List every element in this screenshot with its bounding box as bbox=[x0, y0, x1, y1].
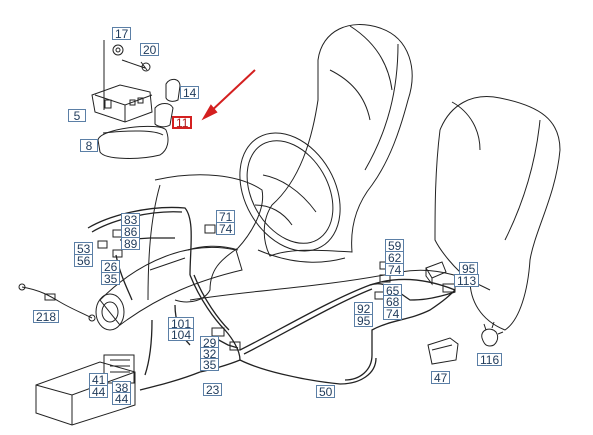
callout-59[interactable]: 59 bbox=[385, 239, 405, 253]
callout-35[interactable]: 35 bbox=[101, 272, 121, 286]
callout-218[interactable]: 218 bbox=[33, 310, 60, 324]
callout-74[interactable]: 74 bbox=[383, 307, 403, 321]
airbag-module-8 bbox=[97, 125, 169, 159]
callout-11[interactable]: 11 bbox=[172, 116, 193, 129]
bracket-47 bbox=[427, 337, 459, 365]
callout-83[interactable]: 83 bbox=[121, 213, 141, 227]
washer-17 bbox=[112, 44, 124, 56]
callout-74[interactable]: 74 bbox=[216, 222, 236, 236]
callout-86[interactable]: 86 bbox=[121, 225, 141, 239]
screw-20 bbox=[121, 59, 148, 71]
callout-92[interactable]: 92 bbox=[354, 302, 374, 316]
callout-5[interactable]: 5 bbox=[68, 109, 86, 123]
highlight-arrow bbox=[201, 69, 256, 121]
callout-56[interactable]: 56 bbox=[74, 254, 94, 268]
callout-20[interactable]: 20 bbox=[140, 43, 160, 57]
sensor-218 bbox=[21, 286, 93, 319]
steering-column bbox=[99, 246, 243, 326]
callout-95[interactable]: 95 bbox=[459, 262, 479, 276]
clip-116 bbox=[481, 328, 499, 347]
callout-74[interactable]: 74 bbox=[385, 263, 405, 277]
callout-8[interactable]: 8 bbox=[80, 139, 98, 153]
cover-14 bbox=[165, 78, 181, 102]
callout-35[interactable]: 35 bbox=[200, 358, 220, 372]
callout-62[interactable]: 62 bbox=[385, 251, 405, 265]
control-unit-5 bbox=[91, 84, 153, 123]
callout-44[interactable]: 44 bbox=[89, 385, 109, 399]
callout-32[interactable]: 32 bbox=[200, 347, 220, 361]
callout-116[interactable]: 116 bbox=[477, 353, 503, 367]
callout-95[interactable]: 95 bbox=[354, 314, 374, 328]
callout-44[interactable]: 44 bbox=[112, 392, 132, 406]
callout-23[interactable]: 23 bbox=[203, 383, 223, 397]
steering-wheel bbox=[239, 132, 341, 252]
bracket-11 bbox=[154, 103, 174, 128]
dashboard-outline bbox=[154, 174, 264, 303]
sensor-95 bbox=[425, 261, 447, 279]
callout-17[interactable]: 17 bbox=[112, 27, 132, 41]
callout-47[interactable]: 47 bbox=[431, 371, 451, 385]
callout-50[interactable]: 50 bbox=[316, 385, 336, 399]
callout-38[interactable]: 38 bbox=[112, 381, 132, 395]
callout-104[interactable]: 104 bbox=[168, 328, 195, 342]
callout-41[interactable]: 41 bbox=[89, 373, 109, 387]
front-seat-outline bbox=[263, 24, 413, 257]
callout-14[interactable]: 14 bbox=[180, 86, 200, 100]
callout-113[interactable]: 113 bbox=[454, 274, 480, 288]
callout-89[interactable]: 89 bbox=[121, 237, 141, 251]
rear-seat-outline bbox=[434, 96, 561, 331]
control-module-41 bbox=[35, 361, 136, 426]
